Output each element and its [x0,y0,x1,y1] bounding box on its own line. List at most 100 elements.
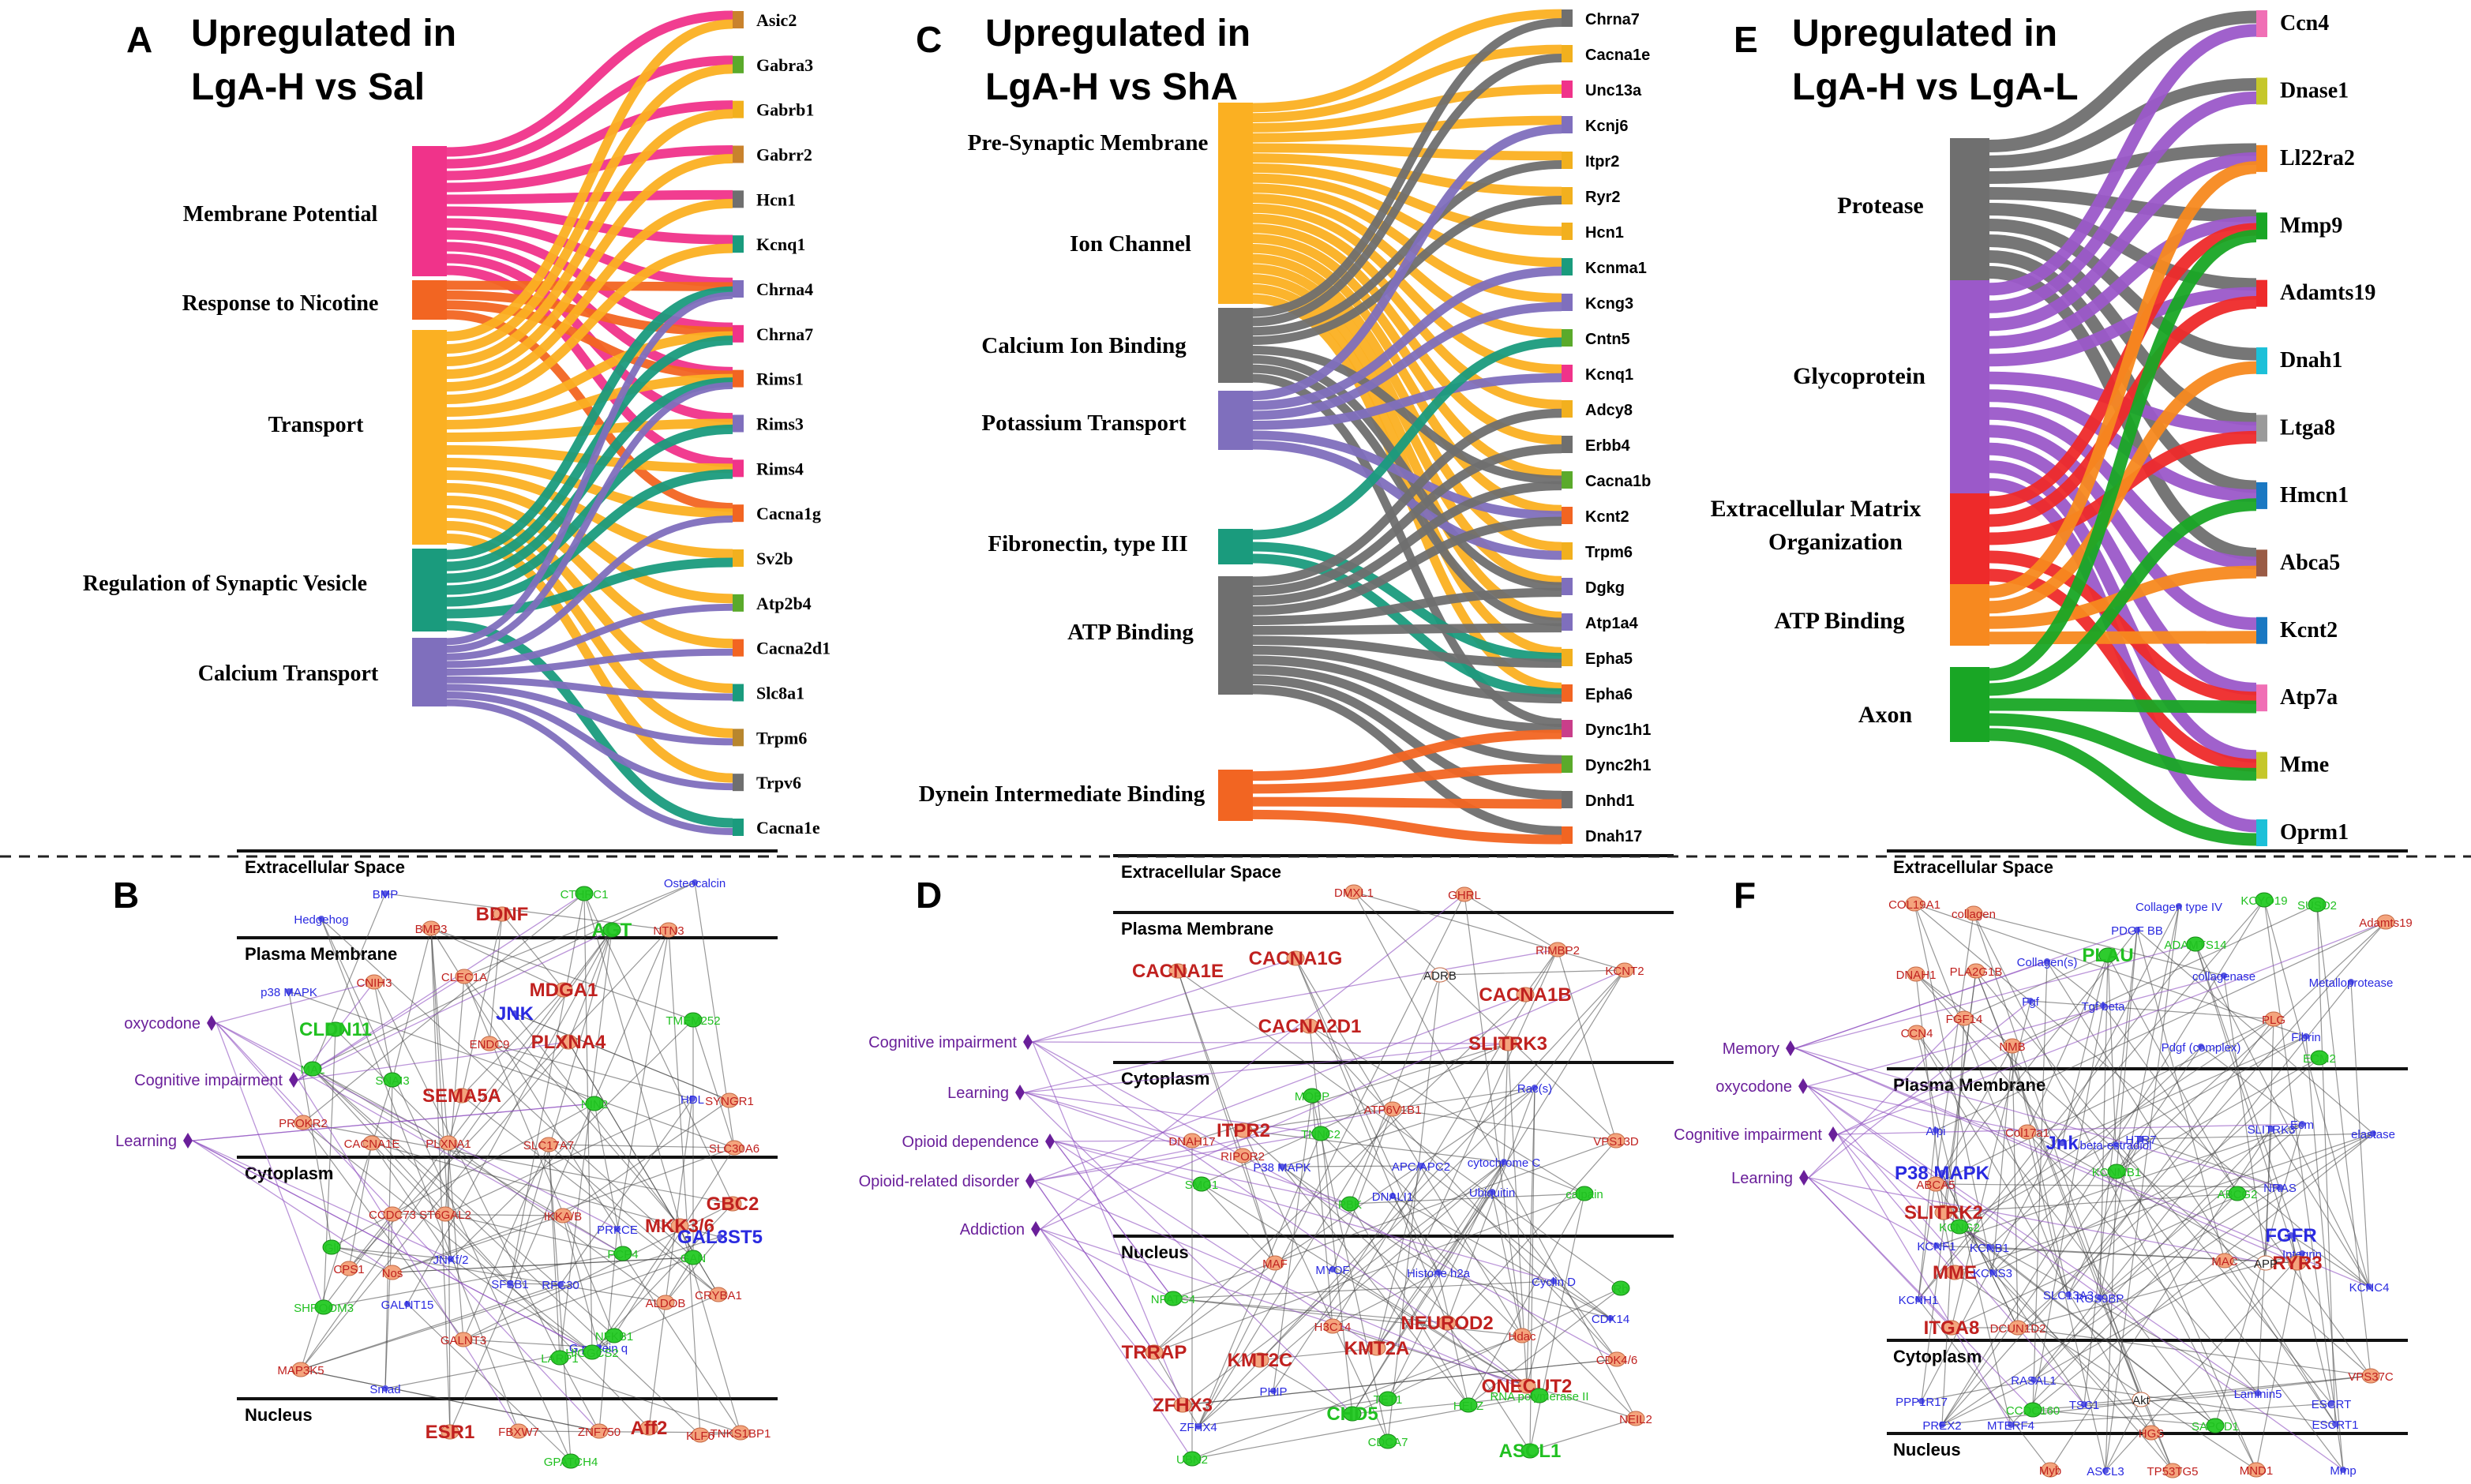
complex-shape [1389,1193,1396,1199]
complex-shape [1933,1127,1939,1134]
gene-node [733,594,744,612]
network-edge [648,1098,693,1429]
molecule-shape [2163,1463,2182,1478]
sankey-link [1989,631,2257,645]
network-edge [1464,894,1558,950]
category-band [412,638,447,706]
network-edge [1914,903,1993,1273]
category-band [1218,770,1253,821]
gene-node [2256,347,2267,375]
gene-label: Hmcn1 [2280,483,2349,508]
molecule-shape [383,1206,402,1222]
network-edge [302,1122,733,1205]
sankey-link [1252,685,1562,836]
sankey-link [446,109,733,366]
category-label: Regulation of Synaptic Vesicle [83,571,367,596]
sankey-link [1252,9,1562,113]
sankey-link [446,699,733,835]
gene-label: Chrna7 [756,324,813,344]
function-edge [1040,969,1625,1230]
network-edge [2224,1260,2336,1425]
molecule-shape [2264,1011,2283,1027]
gene-node [1562,81,1573,98]
network-edge [2116,929,2138,1172]
network-edge [1975,970,2173,1471]
network-edge [2017,1253,2303,1328]
function-edge [1034,1133,1322,1182]
network-edge [430,928,694,1021]
sankey-link [446,19,733,341]
sankey-link [446,280,733,291]
molecule-label: ITPR2 [1217,1120,1270,1141]
gene-label: Gabrr2 [756,145,812,165]
complex-shape [1939,1170,1945,1176]
category-label: Protease [1837,193,1923,219]
molecule-label: MKK3/6 [645,1216,714,1237]
function-label: Cognitive impairment [134,1072,283,1089]
network-edge [1259,1347,1378,1361]
molecule-label: ENDC9 [470,1038,510,1051]
gene-node [2256,684,2267,712]
network-edge [2032,1133,2374,1411]
network-edge [501,913,564,991]
molecule-label: SFSB1 [491,1278,529,1291]
sankey-link [1252,160,1562,336]
sankey-link [1989,77,2257,168]
gene-node [1562,720,1573,737]
gene-label: Epha5 [1585,650,1633,668]
network-edge [548,1144,719,1295]
molecule-label: ECM2 [2303,1052,2336,1066]
molecule-label: SMG1 [1185,1179,1219,1192]
gene-node [733,549,744,567]
molecule-label: DCUN1D2 [1990,1322,2046,1336]
molecule-label: MAC [2211,1255,2238,1269]
network-edge [2195,943,2298,1264]
function-edge [1794,1047,2298,1264]
molecule-label: KMT2A [1344,1338,1410,1359]
molecule-label: TMEM252 [666,1014,720,1028]
gene-node [1562,684,1573,702]
complex-shape [2102,1467,2109,1474]
panel-letter: B [113,875,139,916]
sankey-link [1989,698,2257,714]
function-label: Opioid dependence [902,1134,1039,1151]
panel-letter: F [1734,875,1756,916]
network-edge [1464,894,1523,1336]
gene-node [733,324,744,343]
category-label: ATP Binding [1067,620,1194,645]
molecule-label: SEMA5A [422,1085,501,1107]
network-edge [1198,1108,1393,1427]
function-edge [1794,943,2196,1049]
network-edge [1916,1032,2216,1426]
molecule-shape [1950,1219,1969,1235]
gene-node [733,684,744,702]
molecule-label: CCDC160 [2006,1404,2060,1418]
sankey-link [446,684,733,746]
molecule-label: Metalloprotease [2309,976,2394,990]
molecule-label: BDNF [476,904,529,925]
network-edge [2046,961,2336,1425]
function-edge [1024,1092,1193,1141]
network-edge [1935,1018,2274,1185]
molecule-shape [602,922,621,938]
molecule-shape [2255,892,2274,908]
network-edge [1198,894,1465,1427]
network-edge [463,1144,549,1340]
network-edge [1491,1191,1618,1360]
network-edge [1446,1322,1531,1452]
network-edge [1954,1272,2257,1471]
molecule-label: RNA polymerase II [1490,1390,1588,1403]
gene-node [733,414,744,433]
network-edge [1353,891,1617,1141]
network-edge [1242,1155,1276,1264]
network-edge [448,1142,451,1433]
category-band [1950,138,1989,280]
complex-shape [2288,1232,2294,1239]
gene-label: Atp2b4 [756,594,812,613]
sankey-link [1252,345,1562,485]
molecule-label: Osteocalcin [664,877,726,890]
sankey-links-dyn [1252,729,1562,845]
molecule-shape [2228,1186,2247,1201]
network-edge [1353,891,1637,1419]
